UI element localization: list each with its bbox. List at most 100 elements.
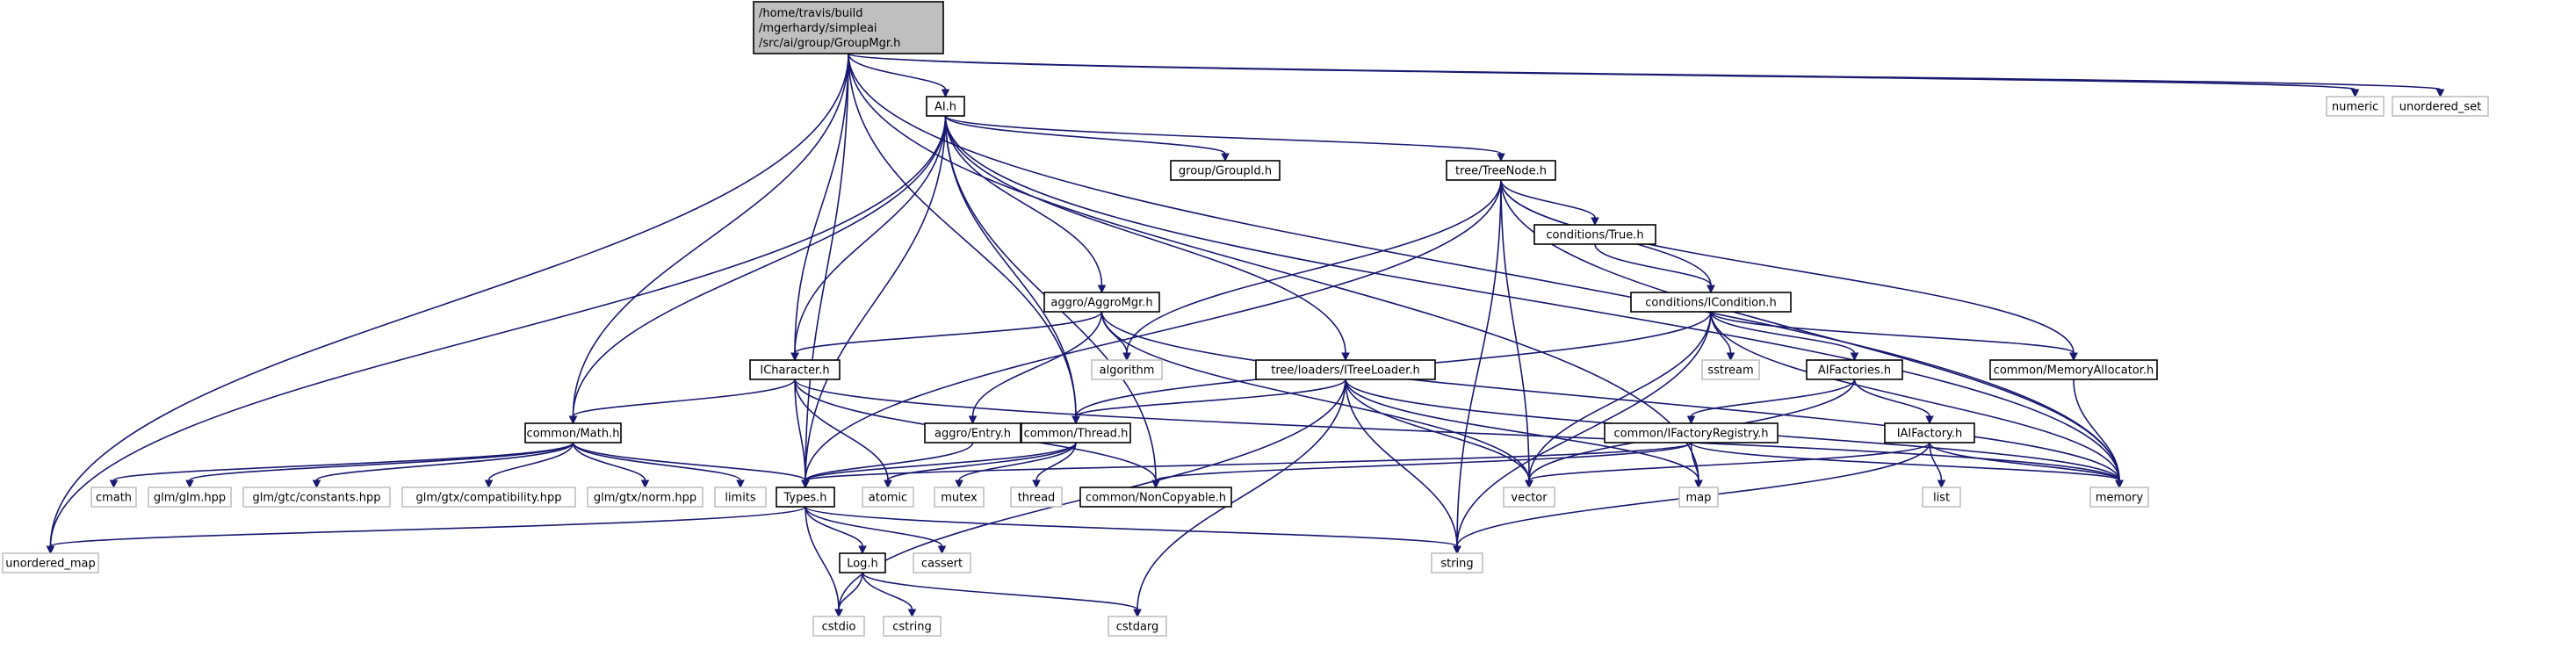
node-glmconst: glm/gtc/constants.hpp xyxy=(242,487,391,508)
edge-arrowhead xyxy=(858,545,867,555)
edge-aggromgr-to-vector xyxy=(1100,311,1533,489)
node-label: /src/ai/group/GroupMgr.h xyxy=(759,37,900,50)
node-cassert: cassert xyxy=(913,552,971,573)
node-math[interactable]: common/Math.h xyxy=(524,422,622,443)
edge-groupmgr-to-map xyxy=(848,53,1703,489)
edge-ai-to-treenode xyxy=(944,115,1505,162)
edge-line xyxy=(1528,442,1930,481)
node-box xyxy=(587,487,704,508)
edge-arrowhead xyxy=(1694,480,1703,489)
edge-arrowhead xyxy=(312,480,321,489)
edge-arrowhead xyxy=(1497,153,1505,162)
edge-line xyxy=(1345,379,1699,481)
edge-aifactories-to-iaifactory xyxy=(1853,379,1934,425)
node-icondition[interactable]: conditions/ICondition.h xyxy=(1630,292,1792,313)
node-label: AI.h xyxy=(934,101,956,114)
node-iaifactory[interactable]: IAIFactory.h xyxy=(1884,422,1975,443)
node-box xyxy=(1043,292,1160,313)
edge-math-to-glmcompat xyxy=(484,442,574,489)
header-nodes: /home/travis/build/mgerhardy/simpleai/sr… xyxy=(2,1,2489,637)
node-label: aggro/AggroMgr.h xyxy=(1050,297,1152,310)
edge-line xyxy=(572,442,741,481)
node-aggromgr[interactable]: aggro/AggroMgr.h xyxy=(1043,292,1160,313)
node-box xyxy=(1021,422,1131,443)
edge-line xyxy=(805,442,1692,481)
edge-line xyxy=(848,53,2442,90)
edge-line xyxy=(794,379,806,481)
edge-icondition-to-aifactories xyxy=(1710,311,1859,362)
edge-line xyxy=(1690,442,1699,481)
edge-line xyxy=(805,115,947,481)
edge-line xyxy=(1100,311,2120,481)
edge-line xyxy=(49,53,849,547)
node-groupmgr[interactable]: /home/travis/build/mgerhardy/simpleai/sr… xyxy=(753,1,944,54)
edge-line xyxy=(572,379,796,417)
edge-itreeloader-to-thread xyxy=(1072,379,1346,425)
node-label: common/MemoryAllocator.h xyxy=(1994,364,2154,378)
node-box xyxy=(1604,422,1779,443)
node-label: list xyxy=(1933,492,1950,505)
node-treenode[interactable]: tree/TreeNode.h xyxy=(1446,160,1556,181)
node-label: tree/TreeNode.h xyxy=(1455,165,1547,178)
node-ifactoryreg[interactable]: common/IFactoryRegistry.h xyxy=(1604,422,1779,443)
node-icharacter[interactable]: ICharacter.h xyxy=(749,359,841,380)
edge-line xyxy=(1853,379,1930,417)
node-box xyxy=(1108,616,1167,637)
edge-thread-to-threadstd xyxy=(1032,442,1077,489)
edge-math-to-types xyxy=(572,442,810,489)
node-entry[interactable]: aggro/Entry.h xyxy=(924,422,1021,443)
edge-types-to-unordered_map xyxy=(46,506,806,555)
node-log[interactable]: Log.h xyxy=(839,552,886,573)
edge-line xyxy=(1710,311,2120,481)
node-itreeloader[interactable]: tree/loaders/ITreeLoader.h xyxy=(1255,359,1436,380)
node-aifactories[interactable]: AIFactories.h xyxy=(1806,359,1903,380)
node-label: Types.h xyxy=(783,492,826,505)
edge-aifactories-to-ifactoryreg xyxy=(1686,379,1856,425)
node-atomic: atomic xyxy=(862,487,914,508)
node-unordered_map: unordered_map xyxy=(2,552,99,573)
node-numeric: numeric xyxy=(2326,96,2385,117)
edge-icharacter-to-math xyxy=(568,379,796,425)
node-algorithm: algorithm xyxy=(1091,359,1163,380)
edge-arrowhead xyxy=(941,89,950,98)
edge-ai-to-itreeloader xyxy=(944,115,1350,362)
edge-arrowhead xyxy=(2069,352,2078,362)
node-label: thread xyxy=(1018,492,1056,505)
node-box xyxy=(90,487,137,508)
node-memalloc[interactable]: common/MemoryAllocator.h xyxy=(1989,359,2158,380)
edge-line xyxy=(805,506,943,547)
edge-ai-to-aggromgr xyxy=(944,115,1107,294)
edge-line xyxy=(1500,179,1596,219)
node-condtrue[interactable]: conditions/True.h xyxy=(1533,224,1656,245)
edge-treenode-to-memalloc xyxy=(1500,179,2078,362)
edge-arrowhead xyxy=(1707,285,1715,294)
edge-arrowhead xyxy=(884,480,892,489)
edge-arrowhead xyxy=(568,415,578,425)
edge-line xyxy=(944,115,1346,354)
edge-line xyxy=(1456,311,1712,547)
edge-line xyxy=(838,572,863,610)
edge-aggromgr-to-entry xyxy=(968,311,1103,425)
node-list: list xyxy=(1922,487,1961,508)
edge-math-to-glmconst xyxy=(312,442,574,489)
node-ai[interactable]: AI.h xyxy=(926,96,965,117)
edge-line xyxy=(944,115,1226,155)
node-box xyxy=(1989,359,2158,380)
edge-math-to-glm xyxy=(185,442,574,489)
node-label: ICharacter.h xyxy=(760,364,829,378)
edge-line xyxy=(958,442,1077,481)
edge-line xyxy=(848,53,1699,481)
edge-line xyxy=(49,115,947,547)
node-box xyxy=(1533,224,1656,245)
edge-line xyxy=(848,53,947,90)
edge-groupmgr-to-icharacter xyxy=(790,53,849,362)
node-groupid[interactable]: group/GroupId.h xyxy=(1170,160,1281,181)
node-label: common/IFactoryRegistry.h xyxy=(1613,428,1768,441)
node-box xyxy=(924,422,1021,443)
node-noncopyable[interactable]: common/NonCopyable.h xyxy=(1079,487,1232,508)
node-thread[interactable]: common/Thread.h xyxy=(1021,422,1131,443)
node-limits: limits xyxy=(714,487,767,508)
edge-line xyxy=(1075,379,1346,417)
edge-condtrue-to-icondition xyxy=(1594,243,1715,294)
node-types[interactable]: Types.h xyxy=(776,487,835,508)
